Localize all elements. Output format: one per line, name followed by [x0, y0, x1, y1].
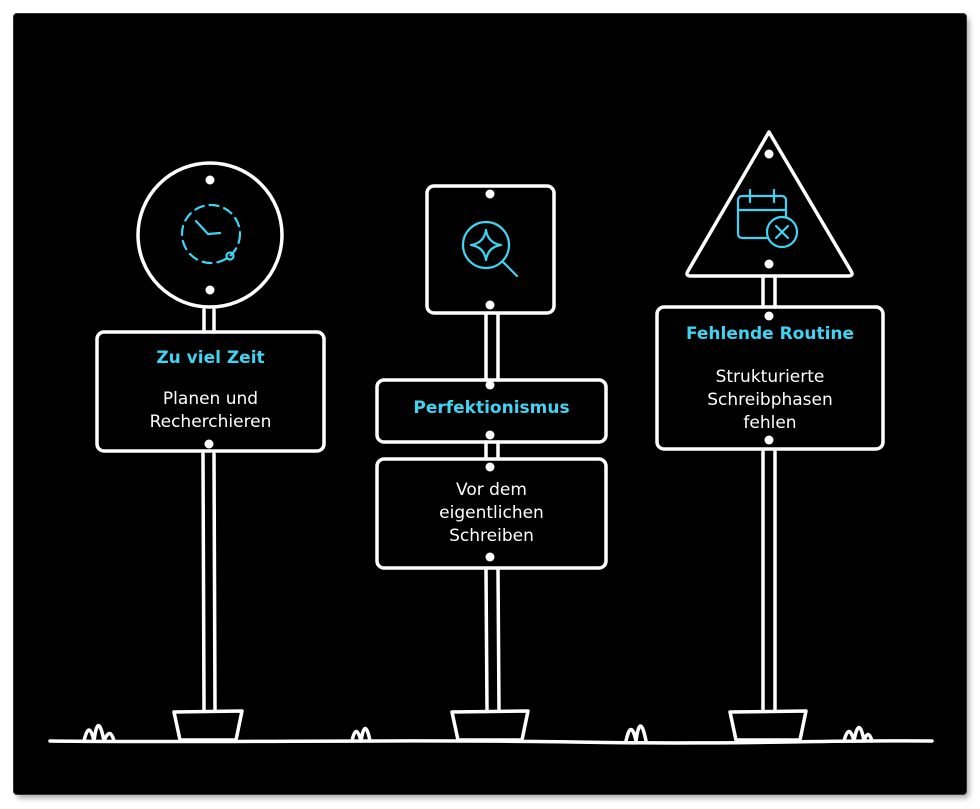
sign1-description: Planen und Recherchieren — [149, 389, 272, 432]
sign2-title-board — [375, 378, 608, 444]
sign3-label-board — [655, 305, 885, 451]
sign2-neck — [484, 440, 500, 461]
bolt — [764, 259, 774, 269]
bolt — [764, 311, 774, 321]
bolt — [485, 462, 495, 472]
sign1-base — [172, 709, 244, 742]
sign2-neck — [484, 313, 500, 382]
sign1-label-board — [95, 330, 326, 453]
sign2-post — [484, 568, 501, 712]
diagram-canvas: Zu viel Zeit Planen und Recherchieren Pe… — [14, 14, 966, 794]
magnifier-sparkle-icon — [461, 220, 519, 278]
bolt — [205, 175, 215, 185]
dashed-clock-icon — [180, 203, 242, 265]
sign2-description: Vor dem eigentlichen Schreiben — [439, 480, 544, 546]
sign3-triangle-board — [685, 130, 854, 278]
sign3-neck — [761, 274, 777, 309]
calendar-cancel-icon — [736, 188, 799, 249]
sign1-post — [201, 452, 217, 712]
bolt — [485, 189, 495, 199]
grass-tuft — [624, 724, 648, 743]
sign1-circle-board — [136, 161, 284, 309]
sign2-label-board — [375, 457, 608, 570]
sign1-neck — [202, 308, 216, 334]
sign3-title: Fehlende Routine — [685, 324, 855, 344]
sign2-title: Perfektionismus — [413, 398, 570, 418]
bolt — [764, 149, 774, 159]
sign2-base — [450, 709, 530, 742]
grass-tuft — [842, 725, 874, 743]
bolt — [485, 552, 495, 562]
sign3-base — [728, 709, 808, 742]
bolt — [485, 380, 495, 390]
grass-tuft — [82, 723, 116, 743]
bolt — [204, 439, 214, 449]
sign1-title: Zu viel Zeit — [156, 348, 265, 368]
sign3-post — [761, 450, 777, 712]
bolt — [205, 285, 215, 295]
bolt — [764, 435, 774, 445]
signposts-illustration — [48, 130, 934, 745]
bolt — [485, 430, 495, 440]
bolt — [485, 300, 495, 310]
grass-tuft — [350, 726, 372, 743]
sign3-description: Strukturierte Schreibphasen fehlen — [707, 367, 833, 433]
sign2-square-board — [425, 184, 556, 315]
